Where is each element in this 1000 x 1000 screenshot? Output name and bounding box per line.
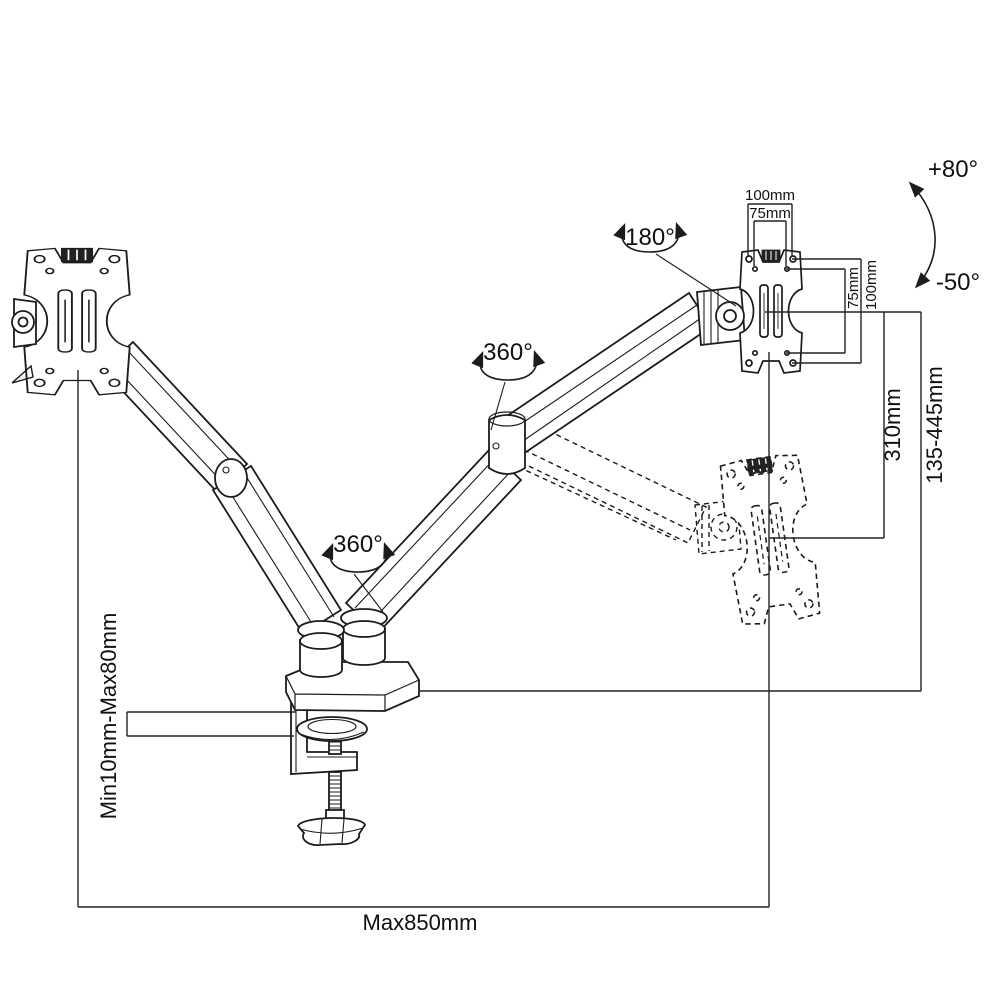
tilt-range-arc bbox=[908, 181, 936, 289]
swivel-180-label: 180° bbox=[625, 224, 675, 251]
height-range-label: 135-445mm bbox=[922, 366, 947, 483]
leader-lines bbox=[353, 253, 737, 613]
labels: +80° -50° 180° 360° 360° 100mm 75mm 75mm… bbox=[96, 156, 980, 935]
rotate-360-lower-arc bbox=[321, 541, 396, 573]
solid-assembly bbox=[11, 247, 803, 846]
dim-310-bracket bbox=[769, 312, 885, 539]
vesa-height-inner-label: 75mm bbox=[845, 267, 862, 309]
vesa-width-inner-label: 75mm bbox=[749, 205, 791, 222]
clamp-range-label: Min10mm-Max80mm bbox=[96, 613, 121, 820]
vesa-width-outer-label: 100mm bbox=[745, 187, 795, 204]
left-elbow-joint bbox=[214, 458, 248, 498]
dim-vesa-100-side bbox=[792, 258, 862, 364]
arm-posts bbox=[297, 608, 388, 678]
left-arm bbox=[101, 340, 343, 636]
swivel-180-arc bbox=[613, 221, 688, 253]
dim-vesa-75-side bbox=[786, 268, 846, 354]
desk-clamp bbox=[290, 694, 368, 846]
dim-vesa-100-top bbox=[747, 203, 793, 256]
right-elbow-joint bbox=[488, 411, 526, 475]
tilt-down-label: -50° bbox=[936, 269, 980, 296]
dim-height-range-bracket bbox=[420, 312, 922, 692]
left-vesa-plate bbox=[23, 247, 131, 396]
rotate-360-upper-arc bbox=[471, 349, 546, 381]
left-head-joint bbox=[11, 297, 37, 384]
motion-arrows bbox=[321, 181, 936, 613]
rotate-360-lower-label: 360° bbox=[333, 531, 383, 558]
dim-clamp-range-bracket bbox=[126, 711, 296, 737]
max-reach-label: Max850mm bbox=[363, 910, 478, 935]
tilt-up-label: +80° bbox=[928, 156, 978, 183]
rotate-360-upper-label: 360° bbox=[483, 339, 533, 366]
phantom-arm-lowered-position bbox=[505, 418, 824, 628]
dim-vesa-75-top bbox=[753, 220, 787, 266]
plate-drop-label: 310mm bbox=[880, 388, 905, 461]
dimension-lines bbox=[77, 203, 922, 908]
right-head-joint bbox=[696, 286, 746, 346]
vesa-height-outer-label: 100mm bbox=[863, 260, 880, 310]
